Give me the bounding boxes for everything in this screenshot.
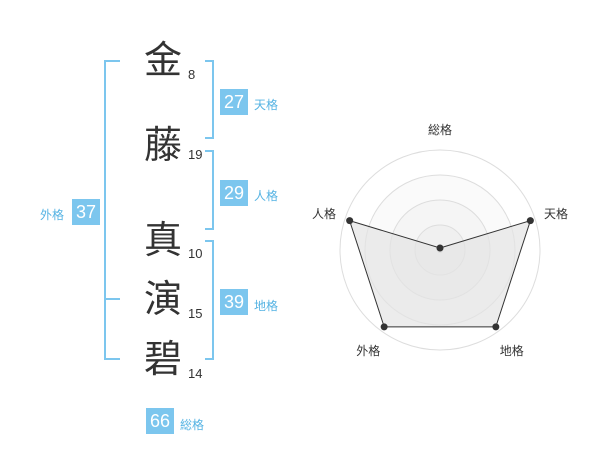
stroke-count-4: 15 xyxy=(188,306,203,321)
name-char-4: 演 xyxy=(143,277,182,321)
chikaku-badge: 39 xyxy=(220,289,248,315)
gaikaku-bracket-mid xyxy=(104,298,120,300)
jinkaku-bracket-bottom xyxy=(205,228,214,230)
tenkaku-badge: 27 xyxy=(220,89,248,115)
stroke-count-5: 14 xyxy=(188,366,203,381)
gaikaku-label: 外格 xyxy=(40,208,65,222)
chikaku-bracket-top xyxy=(205,240,214,242)
gaikaku-badge: 37 xyxy=(72,199,100,225)
radar-points xyxy=(346,217,534,331)
name-char-3: 真 xyxy=(143,218,182,262)
name-char-2: 藤 xyxy=(143,123,182,167)
name-char-1: 金 xyxy=(143,38,182,82)
radar-point-2 xyxy=(526,217,534,225)
jinkaku-bracket-line xyxy=(212,150,214,230)
radar-point-4 xyxy=(380,323,388,331)
gaikaku-bracket-line xyxy=(104,60,106,360)
chikaku-label: 地格 xyxy=(254,299,279,313)
radar-axis-label-3: 地格 xyxy=(499,343,524,358)
jinkaku-label: 人格 xyxy=(254,189,279,203)
stroke-count-1: 8 xyxy=(188,67,196,82)
soukaku-label: 総格 xyxy=(180,418,205,432)
tenkaku-bracket-bottom xyxy=(205,137,214,139)
radar-axis-label-1: 総格 xyxy=(428,123,453,137)
tenkaku-label: 天格 xyxy=(254,98,279,112)
stroke-count-2: 19 xyxy=(188,147,203,162)
radar-point-3 xyxy=(492,323,500,331)
gaikaku-bracket-top xyxy=(104,60,120,62)
stroke-count-3: 10 xyxy=(188,246,203,261)
chikaku-bracket-bottom xyxy=(205,358,214,360)
radar-axis-label-4: 外格 xyxy=(356,343,381,358)
tenkaku-bracket-line xyxy=(212,60,214,139)
jinkaku-bracket-top xyxy=(205,150,214,152)
radar-point-5 xyxy=(346,217,354,225)
jinkaku-badge: 29 xyxy=(220,180,248,206)
radar-axis-label-5: 人格 xyxy=(311,207,336,222)
radar-point-1 xyxy=(436,244,444,252)
tenkaku-bracket-top xyxy=(205,60,214,62)
gaikaku-bracket-bottom xyxy=(104,358,120,360)
radar-series-shape xyxy=(348,219,532,328)
soukaku-badge: 66 xyxy=(146,408,174,434)
name-char-5: 碧 xyxy=(143,337,182,381)
chikaku-bracket-line xyxy=(212,240,214,360)
radar-axis-label-2: 天格 xyxy=(544,207,569,222)
